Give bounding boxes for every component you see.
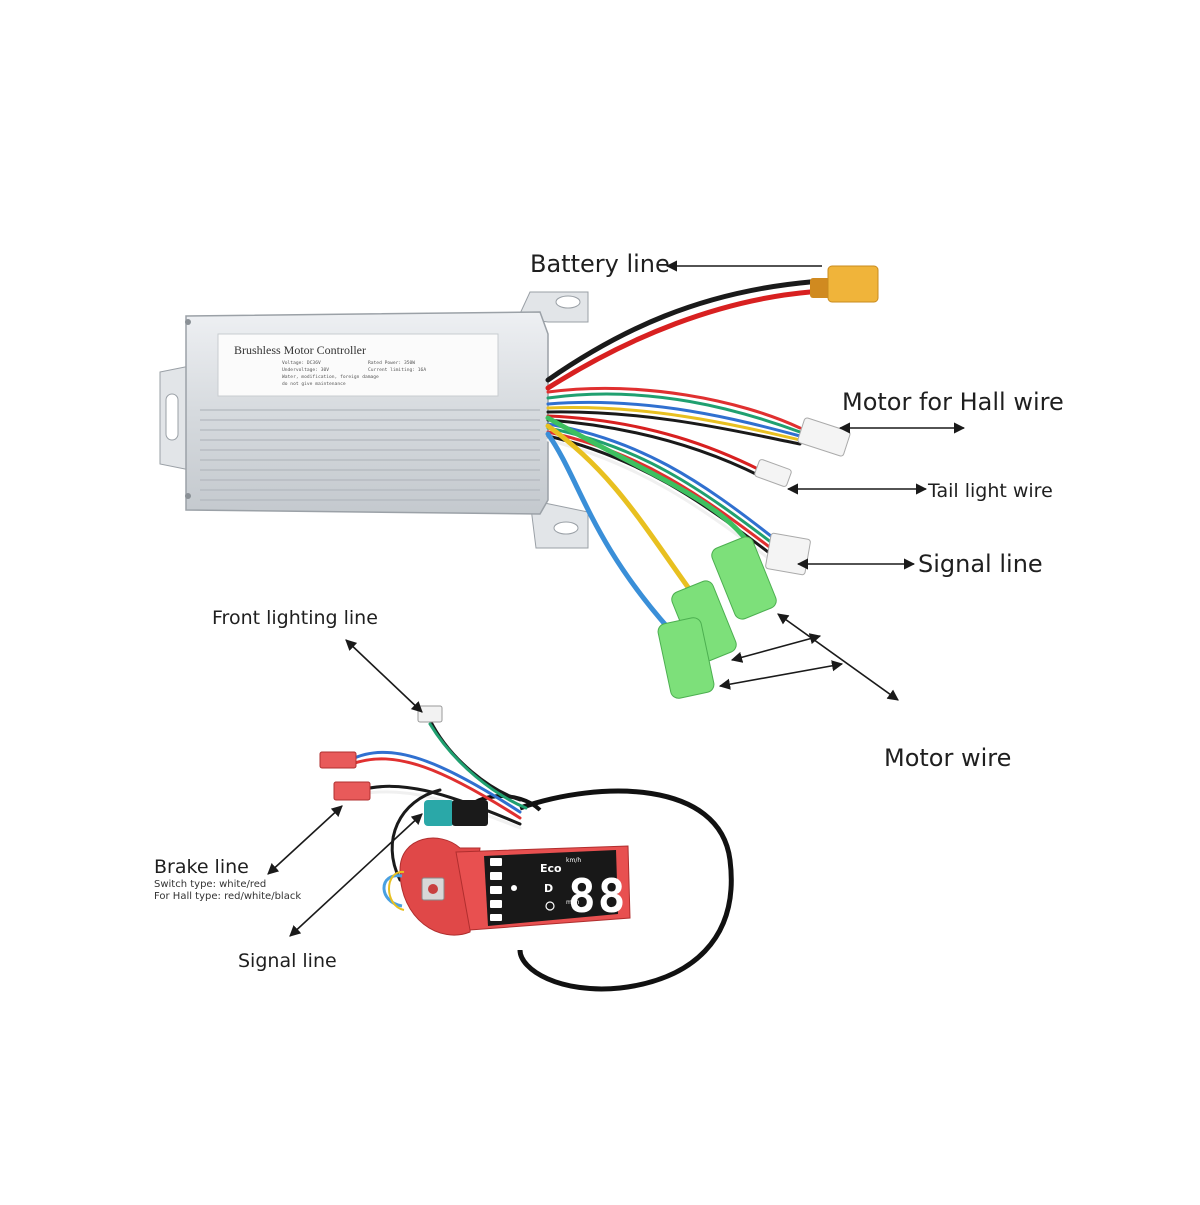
label-signal-line-display: Signal line — [238, 950, 337, 972]
battery-connector — [810, 265, 879, 303]
controller-label-plate — [217, 333, 499, 397]
front-light-plug — [417, 705, 443, 723]
arrow-brake-line — [267, 805, 343, 875]
display-digits: 88 — [568, 869, 627, 923]
controller-warning-2: do not give maintenance — [282, 381, 346, 387]
label-brake-switch-type: Switch type: white/red — [154, 879, 267, 890]
display-signal-connector — [424, 800, 454, 826]
label-motor-wire: Motor wire — [884, 744, 1012, 772]
hall-connector — [797, 417, 851, 457]
motor-controller: Brushless Motor Controller Voltage: DC36… — [159, 291, 589, 549]
display-screen — [484, 850, 618, 926]
display-unit-kmh: km/h — [566, 857, 581, 864]
display-icon-dot — [511, 885, 517, 891]
arrow-display-signal — [289, 813, 423, 937]
label-tail-light-wire: Tail light wire — [928, 480, 1053, 502]
display-icon-ring — [545, 901, 555, 911]
controller-spec-power: Rated Power: 350W — [368, 360, 415, 366]
controller-warning-1: Water, modification, foreign damage — [282, 374, 379, 380]
battery-bars — [490, 858, 502, 921]
arrow-motor-wire-3 — [777, 613, 899, 701]
arrow-front-lighting — [345, 639, 423, 713]
brake-plug-2 — [333, 781, 371, 801]
arrow-motor-wire-1 — [730, 633, 822, 663]
label-signal-line-controller: Signal line — [918, 550, 1043, 578]
controller-spec-current: Current limiting: 16A — [368, 367, 426, 373]
brake-plug-1 — [319, 751, 357, 769]
controller-spec-voltage: Voltage: DC36V — [282, 360, 321, 366]
controller-spec-undervoltage: Undervoltage: 30V — [282, 367, 329, 373]
arrow-motor-wire-2 — [718, 660, 844, 690]
callout-arrows — [267, 260, 966, 937]
display-unit-mph: mph — [566, 899, 580, 906]
label-brake-hall-type: For Hall type: red/white/black — [154, 891, 302, 902]
tail-light-connector — [754, 459, 792, 487]
display-mode-eco: Eco — [540, 862, 562, 875]
label-front-lighting-line: Front lighting line — [212, 607, 378, 629]
display-mode-d: D — [544, 882, 553, 895]
controller-wires — [545, 279, 813, 633]
label-battery-line: Battery line — [530, 250, 670, 278]
label-motor-hall-wire: Motor for Hall wire — [842, 388, 1064, 416]
motor-phase-connectors — [657, 536, 777, 699]
display-assembly: 88 Eco D km/h mph — [319, 705, 734, 992]
label-brake-line: Brake line — [154, 856, 249, 878]
controller-title: Brushless Motor Controller — [234, 343, 366, 357]
signal-connector — [765, 532, 811, 576]
